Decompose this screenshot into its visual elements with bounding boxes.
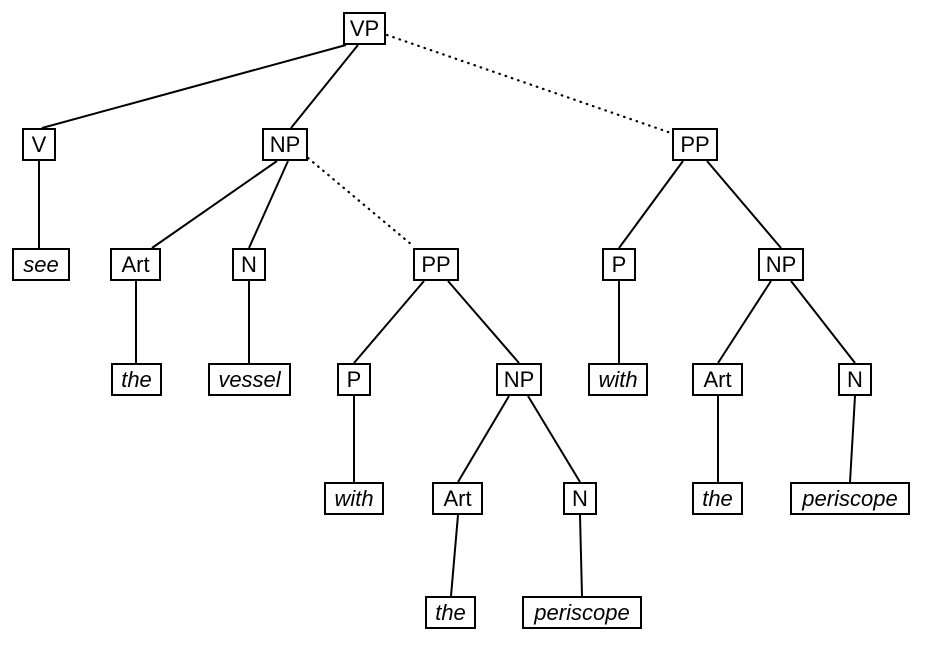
tree-edge-vp-to-np1 (290, 44, 359, 129)
category-node-np1: NP (262, 128, 308, 161)
leaf-node-see: see (12, 248, 70, 281)
tree-edge-pp_right-to-np_right (706, 160, 782, 249)
tree-edge-pp_right-to-p_right (618, 160, 684, 249)
tree-edge-np_right-to-n_right (790, 280, 856, 364)
category-node-art_mid: Art (432, 482, 483, 515)
tree-edge-art_mid-to-the_mid (450, 514, 459, 597)
category-node-art1: Art (110, 248, 161, 281)
category-node-pp_mid: PP (413, 248, 459, 281)
category-node-pp_right: PP (672, 128, 718, 161)
category-node-p_right: P (602, 248, 636, 281)
tree-edge-n_right-to-periscope_right (849, 395, 856, 483)
tree-edge-vp-to-pp_right (385, 33, 673, 135)
category-node-n_mid: N (563, 482, 597, 515)
tree-edge-pp_mid-to-np_mid (447, 280, 520, 364)
tree-edge-np1-to-n1 (248, 160, 289, 249)
category-node-art_right: Art (692, 363, 743, 396)
category-node-np_right: NP (758, 248, 804, 281)
leaf-node-vessel: vessel (208, 363, 291, 396)
leaf-node-periscope_mid: periscope (522, 596, 642, 629)
tree-edge-np1-to-pp_mid (306, 156, 414, 247)
leaf-node-the1: the (111, 363, 162, 396)
category-node-n_right: N (838, 363, 872, 396)
leaf-node-periscope_right: periscope (790, 482, 910, 515)
tree-edge-pp_mid-to-p_mid (353, 280, 425, 364)
leaf-node-the_mid: the (425, 596, 476, 629)
leaf-node-with_right: with (588, 363, 648, 396)
leaf-node-the_right: the (692, 482, 743, 515)
tree-edge-vp-to-v (41, 44, 347, 129)
category-node-n1: N (232, 248, 266, 281)
tree-edge-np_mid-to-art_mid (457, 395, 510, 483)
category-node-v: V (22, 128, 56, 161)
category-node-np_mid: NP (496, 363, 542, 396)
leaf-node-with_mid: with (324, 482, 384, 515)
category-node-p_mid: P (337, 363, 371, 396)
tree-edge-np_mid-to-n_mid (527, 395, 581, 483)
category-node-vp: VP (343, 12, 386, 45)
tree-edge-n_mid-to-periscope_mid (579, 514, 583, 597)
tree-edge-np1-to-art1 (151, 160, 278, 249)
tree-edge-np_right-to-art_right (717, 280, 772, 364)
